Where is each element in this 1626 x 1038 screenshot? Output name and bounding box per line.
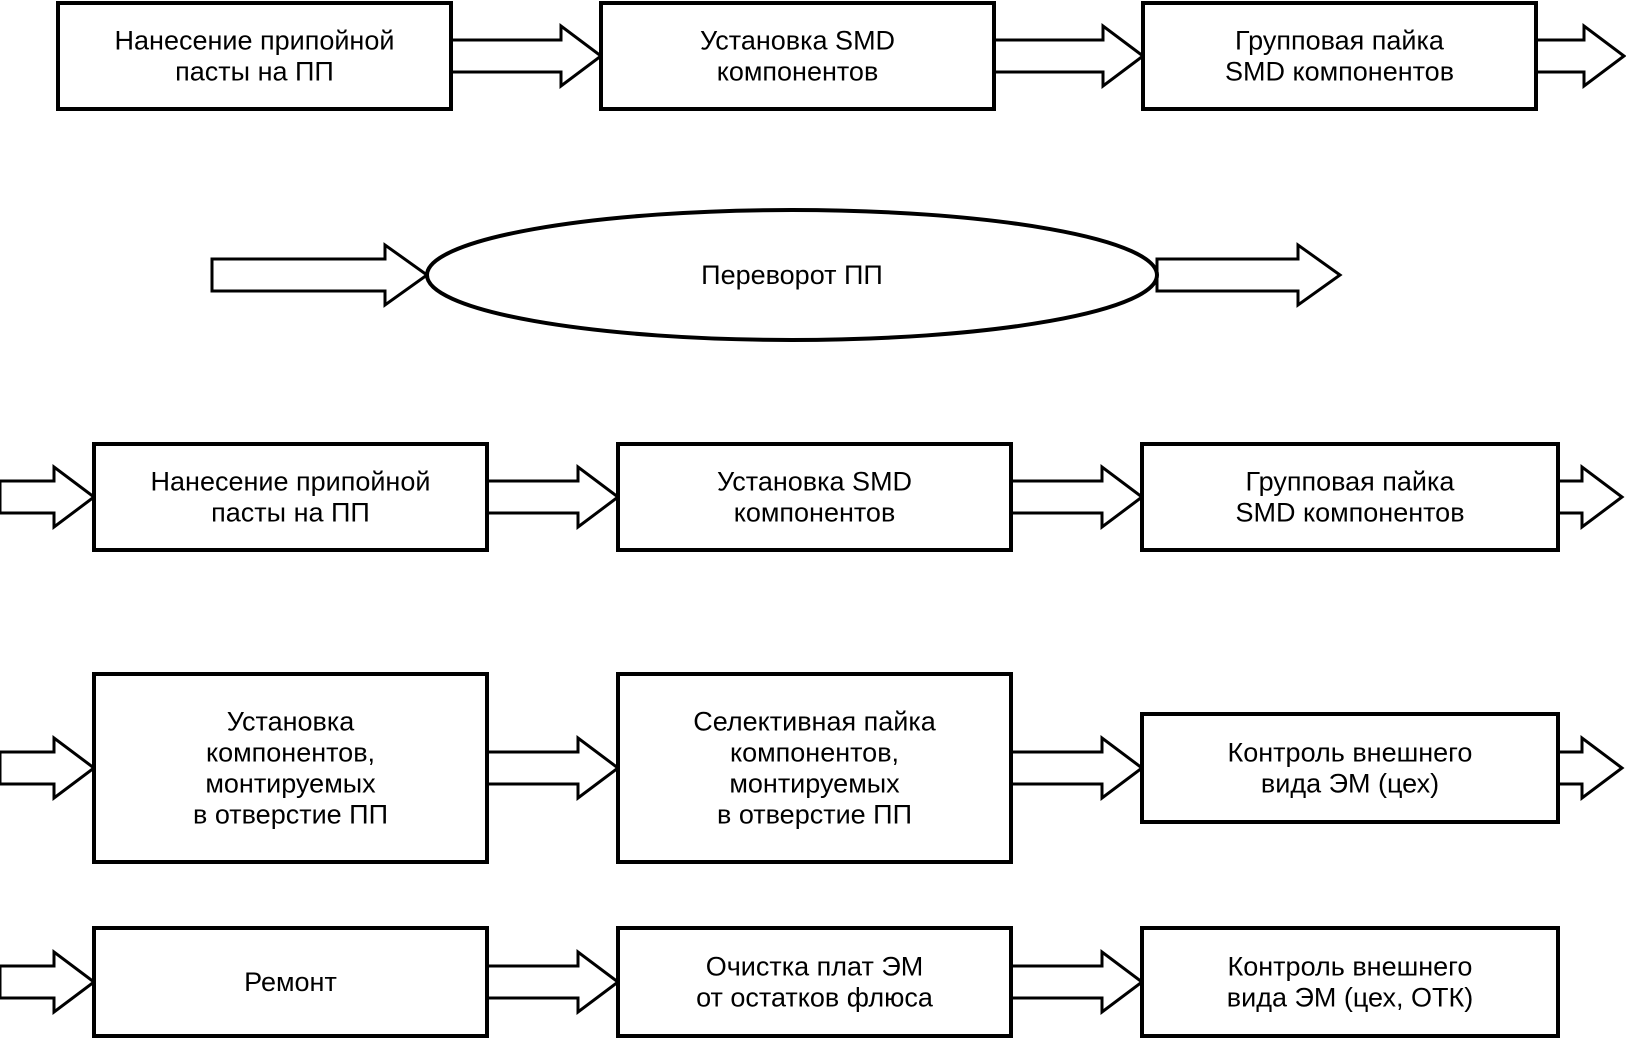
step-label-line: SMD компонентов (1225, 57, 1454, 87)
step-label-line: компонентов, (206, 738, 375, 768)
step-label-line: компонентов, (730, 738, 899, 768)
flow-arrow (1534, 23, 1626, 89)
step-label-line: Установка (227, 707, 356, 737)
step-box-outline (1140, 926, 1560, 1038)
step-label-line: в отверстие ПП (193, 800, 388, 830)
step-label-line: Установка SMD (717, 467, 912, 497)
step-label-line: Нанесение припойной (115, 26, 395, 56)
step-label-line: SMD компонентов (1235, 498, 1464, 528)
flow-arrow (0, 464, 97, 530)
step-box-outline (56, 1, 453, 111)
step-label-line: монтируемых (205, 769, 376, 799)
step-label-line: компонентов (717, 57, 879, 87)
step-box-outline (599, 1, 996, 111)
flow-arrow (1155, 242, 1343, 308)
step-label-line: Селективная пайка (693, 707, 936, 737)
step-label-line: Установка SMD (700, 26, 895, 56)
step-box-outline (616, 442, 1013, 552)
flow-arrow (1009, 735, 1145, 801)
step-box-outline (1140, 442, 1560, 552)
flow-arrow (485, 464, 621, 530)
flow-arrow (1009, 464, 1145, 530)
process-step-box: Ремонт (92, 926, 489, 1038)
flow-arrow (485, 735, 621, 801)
process-step-ellipse: Переворот ПП (425, 208, 1159, 342)
step-label-line: монтируемых (729, 769, 900, 799)
step-label-line: Очистка плат ЭМ (706, 952, 924, 982)
step-label-line: Групповая пайка (1246, 467, 1456, 497)
step-ellipse-outline (425, 208, 1159, 342)
flow-arrow (1556, 735, 1625, 801)
step-box-outline (1140, 712, 1560, 824)
step-box-outline (1141, 1, 1538, 111)
step-label-line: Ремонт (244, 967, 337, 997)
step-label-line: Нанесение припойной (151, 467, 431, 497)
step-label-line: Контроль внешнего (1228, 738, 1473, 768)
flow-arrow (992, 23, 1146, 89)
step-box-outline (92, 926, 489, 1038)
step-label-line: Переворот ПП (701, 260, 883, 290)
step-box-outline (616, 672, 1013, 864)
step-label-line: в отверстие ПП (717, 800, 912, 830)
step-label-line: от остатков флюса (696, 983, 934, 1013)
step-label-line: Групповая пайка (1235, 26, 1445, 56)
flow-arrow (1009, 949, 1145, 1015)
step-box-outline (92, 672, 489, 864)
flow-arrow (0, 735, 97, 801)
arrows-layer (0, 23, 1626, 1015)
flow-arrow (485, 949, 621, 1015)
step-label-line: пасты на ПП (175, 57, 334, 87)
process-step-box: Селективная пайкакомпонентов,монтируемых… (616, 672, 1013, 864)
step-label-line: вида ЭМ (цех, ОТК) (1227, 983, 1473, 1013)
step-box-outline (92, 442, 489, 552)
step-label-line: компонентов (734, 498, 896, 528)
flow-arrow (210, 242, 430, 308)
flow-arrow (449, 23, 604, 89)
flow-arrow (1556, 464, 1625, 530)
step-label-line: Контроль внешнего (1228, 952, 1473, 982)
step-box-outline (616, 926, 1013, 1038)
step-label-line: вида ЭМ (цех) (1261, 769, 1439, 799)
step-label-line: пасты на ПП (211, 498, 370, 528)
flow-arrow (0, 949, 97, 1015)
